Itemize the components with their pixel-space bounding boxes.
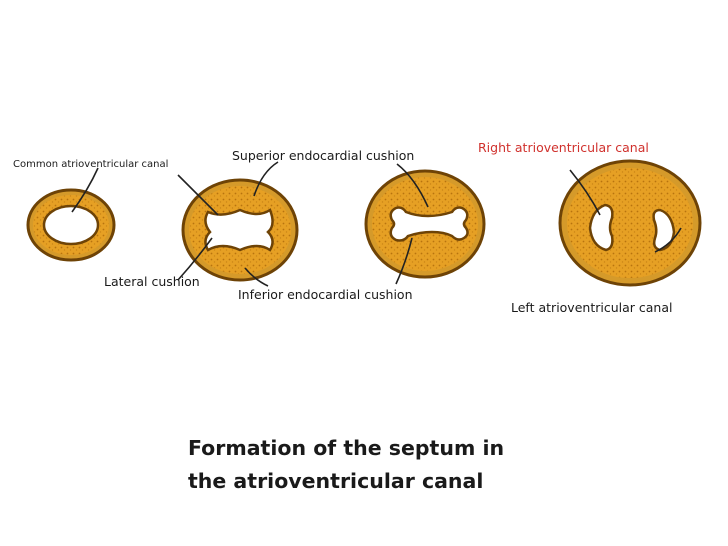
leader-common-canal xyxy=(71,167,99,213)
leader-superior-cushion-stage3 xyxy=(396,163,429,208)
leader-lines xyxy=(71,161,682,287)
figure-caption: Formation of the septum in the atriovent… xyxy=(188,432,504,498)
leader-inferior-cushion xyxy=(244,267,269,287)
stage-4-fused-septum xyxy=(558,159,702,287)
leader-superior-cushion xyxy=(253,161,279,197)
label-right-canal: Right atrioventricular canal xyxy=(478,140,649,155)
stage-1-common-canal xyxy=(26,188,116,262)
caption-line-1: Formation of the septum in xyxy=(188,436,505,460)
label-common-canal: Common atrioventricular canal xyxy=(13,159,169,170)
leader-lateral-cushion-b xyxy=(177,237,213,281)
leader-right-canal xyxy=(569,169,601,216)
leader-lateral-cushion-a xyxy=(177,174,219,216)
leader-left-canal xyxy=(654,227,682,253)
caption-line-2: the atrioventricular canal xyxy=(188,468,484,493)
leader-inferior-cushion-stage3 xyxy=(395,237,413,285)
label-inferior-cushion: Inferior endocardial cushion xyxy=(238,287,413,302)
label-left-canal: Left atrioventricular canal xyxy=(511,300,673,315)
label-superior-cushion: Superior endocardial cushion xyxy=(232,148,415,163)
stage-3-cushions-approaching xyxy=(364,169,486,279)
label-lateral-cushion: Lateral cushion xyxy=(104,274,200,289)
stage-2-cushions-forming xyxy=(181,178,299,282)
